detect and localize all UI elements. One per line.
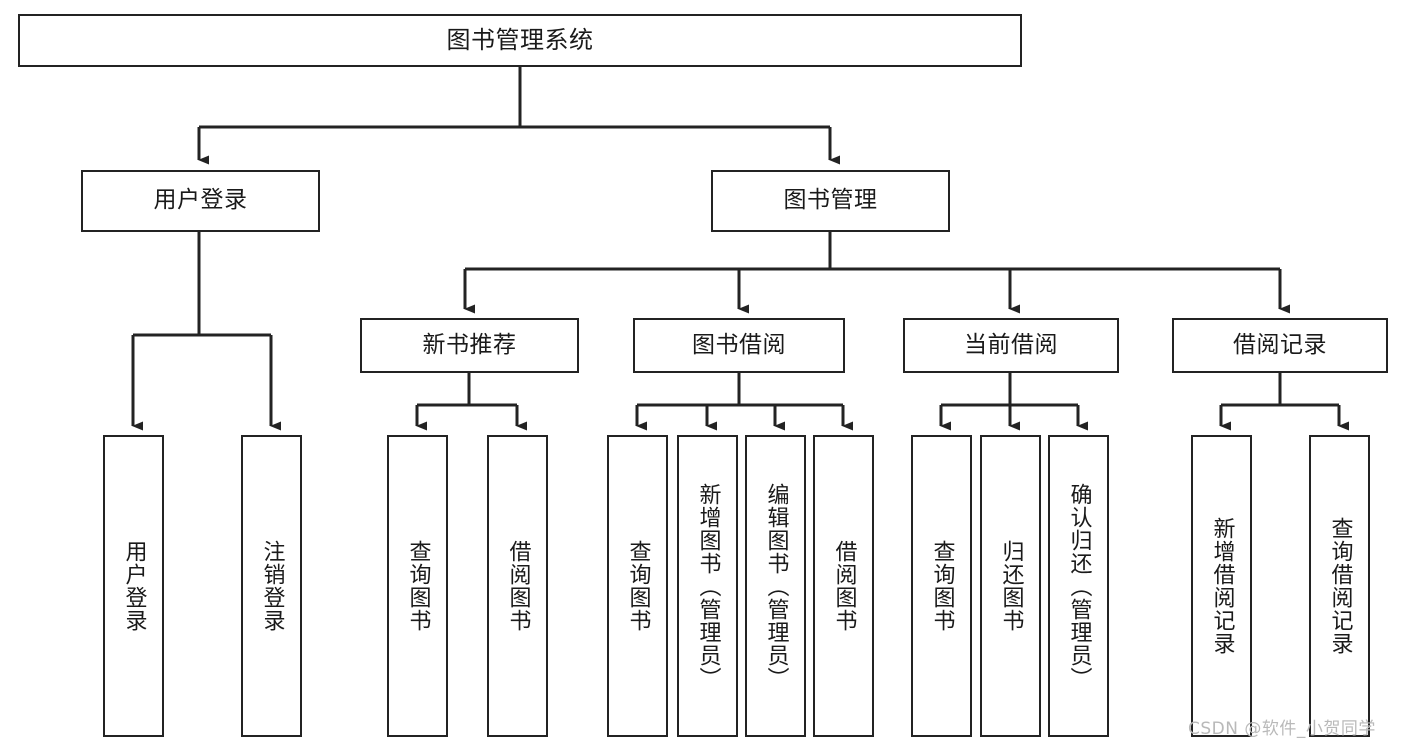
node-book-manage-label: 图书管理 bbox=[783, 187, 878, 214]
node-leaf-user-login[interactable]: 用户登录 bbox=[103, 435, 164, 737]
node-leaf-borrow-book-1-label: 借阅图书 bbox=[505, 540, 531, 632]
node-current-borrow[interactable]: 当前借阅 bbox=[903, 318, 1119, 373]
node-current-borrow-label: 当前借阅 bbox=[964, 331, 1058, 358]
node-leaf-query-book-3-label: 查询图书 bbox=[929, 540, 955, 632]
node-leaf-query-record[interactable]: 查询借阅记录 bbox=[1309, 435, 1370, 737]
node-leaf-edit-book[interactable]: 编辑图书（管理员） bbox=[745, 435, 806, 737]
node-leaf-borrow-book-2-label: 借阅图书 bbox=[831, 540, 857, 632]
node-book-borrow-label: 图书借阅 bbox=[692, 331, 786, 358]
node-root-label: 图书管理系统 bbox=[446, 26, 594, 55]
node-user-login[interactable]: 用户登录 bbox=[81, 170, 320, 232]
node-book-manage[interactable]: 图书管理 bbox=[711, 170, 950, 232]
node-leaf-query-book-1-label: 查询图书 bbox=[405, 540, 431, 632]
node-leaf-query-record-label: 查询借阅记录 bbox=[1327, 517, 1353, 655]
node-leaf-confirm-return[interactable]: 确认归还（管理员） bbox=[1048, 435, 1109, 737]
node-leaf-add-record[interactable]: 新增借阅记录 bbox=[1191, 435, 1252, 737]
node-leaf-add-record-label: 新增借阅记录 bbox=[1209, 517, 1235, 655]
node-borrow-record[interactable]: 借阅记录 bbox=[1172, 318, 1388, 373]
node-leaf-edit-book-label: 编辑图书（管理员） bbox=[763, 482, 789, 690]
node-leaf-query-book-2[interactable]: 查询图书 bbox=[607, 435, 668, 737]
node-leaf-query-book-1[interactable]: 查询图书 bbox=[387, 435, 448, 737]
node-new-book-rec-label: 新书推荐 bbox=[422, 331, 517, 358]
node-root[interactable]: 图书管理系统 bbox=[18, 14, 1022, 67]
node-leaf-logout-label: 注销登录 bbox=[259, 540, 285, 632]
node-leaf-query-book-2-label: 查询图书 bbox=[625, 540, 651, 632]
node-user-login-label: 用户登录 bbox=[153, 187, 248, 214]
node-book-borrow[interactable]: 图书借阅 bbox=[633, 318, 845, 373]
node-leaf-logout[interactable]: 注销登录 bbox=[241, 435, 302, 737]
node-leaf-borrow-book-2[interactable]: 借阅图书 bbox=[813, 435, 874, 737]
node-leaf-borrow-book-1[interactable]: 借阅图书 bbox=[487, 435, 548, 737]
node-new-book-rec[interactable]: 新书推荐 bbox=[360, 318, 579, 373]
node-leaf-confirm-return-label: 确认归还（管理员） bbox=[1066, 482, 1092, 690]
node-leaf-user-login-label: 用户登录 bbox=[121, 540, 147, 632]
node-leaf-query-book-3[interactable]: 查询图书 bbox=[911, 435, 972, 737]
node-leaf-return-book[interactable]: 归还图书 bbox=[980, 435, 1041, 737]
node-leaf-add-book[interactable]: 新增图书（管理员） bbox=[677, 435, 738, 737]
node-borrow-record-label: 借阅记录 bbox=[1233, 331, 1327, 358]
node-leaf-add-book-label: 新增图书（管理员） bbox=[695, 482, 721, 690]
node-leaf-return-book-label: 归还图书 bbox=[998, 540, 1024, 632]
